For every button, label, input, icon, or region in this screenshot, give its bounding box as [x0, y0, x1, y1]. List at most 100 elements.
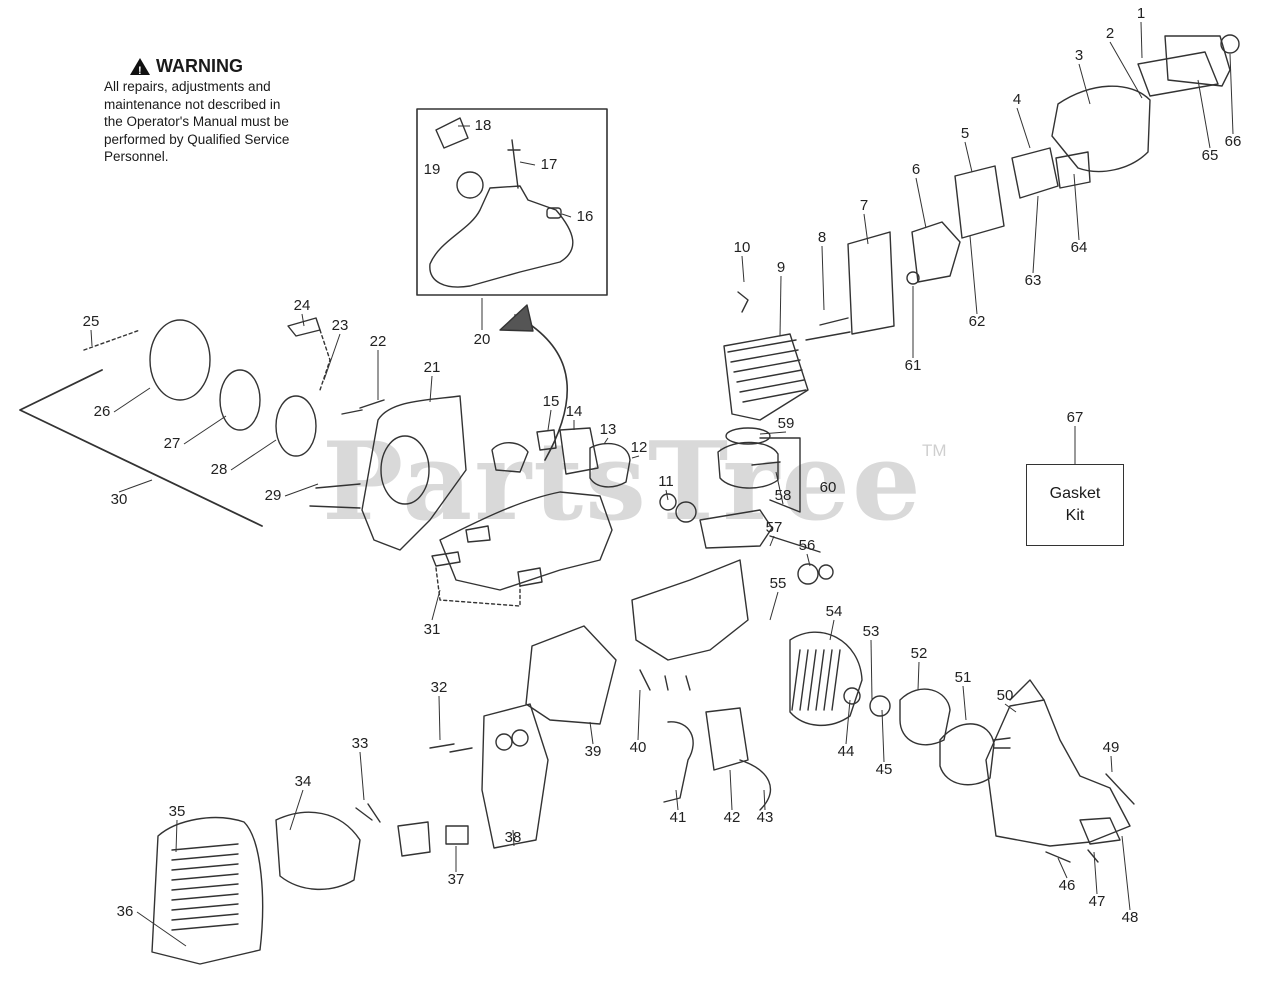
piston-pin — [751, 461, 781, 466]
housing-screws — [341, 399, 385, 415]
part-label[interactable]: 56 — [799, 537, 816, 554]
flywheel-fin — [807, 649, 817, 711]
part-label[interactable]: 16 — [577, 208, 594, 225]
part-label[interactable]: 63 — [1025, 272, 1042, 289]
part-label[interactable]: 29 — [265, 487, 282, 504]
part-label[interactable]: 59 — [778, 415, 795, 432]
part-label[interactable]: 14 — [566, 403, 583, 420]
tank-mount-leader — [435, 567, 521, 607]
part-label[interactable]: 43 — [757, 809, 774, 826]
spark-plug — [737, 291, 749, 313]
part-label[interactable]: 9 — [777, 259, 785, 276]
part-label[interactable]: 44 — [838, 743, 855, 760]
flywheel-fin — [799, 649, 809, 711]
part-label[interactable]: 48 — [1122, 909, 1139, 926]
part-label[interactable]: 27 — [164, 435, 181, 452]
part-label[interactable]: 65 — [1202, 147, 1219, 164]
part-label[interactable]: 55 — [770, 575, 787, 592]
leader-line — [964, 141, 973, 173]
part-label[interactable]: 39 — [585, 743, 602, 760]
part-label[interactable]: 26 — [94, 403, 111, 420]
part-label[interactable]: 61 — [905, 357, 922, 374]
part-label[interactable]: 35 — [169, 803, 186, 820]
part-label[interactable]: 5 — [961, 125, 969, 142]
part-label[interactable]: 49 — [1103, 739, 1120, 756]
warning-icon: ! — [130, 57, 150, 77]
leader-line — [323, 333, 341, 381]
part-label[interactable]: 17 — [541, 156, 558, 173]
part-label[interactable]: 25 — [83, 313, 100, 330]
part-label[interactable]: 4 — [1013, 91, 1021, 108]
part-label[interactable]: 64 — [1071, 239, 1088, 256]
part-label[interactable]: 41 — [670, 809, 687, 826]
leader-line — [821, 245, 825, 311]
leader-line — [136, 911, 187, 947]
part-label[interactable]: 62 — [969, 313, 986, 330]
leader-line — [741, 255, 745, 283]
part-label[interactable]: 28 — [211, 461, 228, 478]
part-label[interactable]: 7 — [860, 197, 868, 214]
part-label[interactable]: 12 — [631, 439, 648, 456]
part-label[interactable]: 19 — [424, 161, 441, 178]
muffler-bolts — [429, 743, 473, 753]
part-label[interactable]: 18 — [475, 117, 492, 134]
part-label[interactable]: 11 — [658, 473, 674, 490]
part-label[interactable]: 31 — [424, 621, 441, 638]
part-label[interactable]: 60 — [820, 479, 837, 496]
part-label[interactable]: 32 — [431, 679, 448, 696]
filter-holder — [559, 427, 599, 475]
housing-collar — [1009, 679, 1045, 701]
part-label[interactable]: 20 — [474, 331, 491, 348]
cover-knob — [1220, 34, 1240, 54]
muffler-body — [481, 703, 549, 849]
leader-line — [775, 471, 784, 505]
part-label[interactable]: 53 — [863, 623, 880, 640]
part-label[interactable]: 46 — [1059, 877, 1076, 894]
part-label[interactable]: 66 — [1225, 133, 1242, 150]
crank-bearing — [675, 501, 697, 523]
part-label[interactable]: 45 — [876, 761, 893, 778]
drum-shaft — [993, 737, 1011, 749]
part-label[interactable]: 54 — [826, 603, 843, 620]
crankshaft — [699, 509, 773, 549]
leader-line — [1093, 851, 1098, 895]
part-label[interactable]: 13 — [600, 421, 617, 438]
part-label[interactable]: 22 — [370, 333, 387, 350]
part-label[interactable]: 24 — [294, 297, 311, 314]
part-label[interactable]: 47 — [1089, 893, 1106, 910]
part-label[interactable]: 67 — [1067, 409, 1084, 426]
housing-screws-29 — [309, 483, 361, 509]
part-label[interactable]: 57 — [766, 519, 783, 536]
leader-line — [969, 235, 978, 315]
part-label[interactable]: 37 — [448, 871, 465, 888]
part-label[interactable]: 33 — [352, 735, 369, 752]
part-label[interactable]: 30 — [111, 491, 128, 508]
part-label[interactable]: 3 — [1075, 47, 1083, 64]
warning-line: the Operator's Manual must be — [104, 114, 289, 129]
part-label[interactable]: 10 — [734, 239, 751, 256]
part-label[interactable]: 23 — [332, 317, 349, 334]
part-label[interactable]: 21 — [424, 359, 441, 376]
ignition-module — [705, 707, 749, 771]
part-label[interactable]: 8 — [818, 229, 826, 246]
part-label[interactable]: 1 — [1137, 5, 1145, 22]
muffler-screws — [355, 803, 381, 823]
leader-line — [118, 479, 153, 493]
part-label[interactable]: 15 — [543, 393, 560, 410]
leader-line — [561, 213, 572, 218]
gasket-kit-box[interactable]: Gasket Kit — [1026, 464, 1124, 546]
part-label[interactable]: 42 — [724, 809, 741, 826]
part-label[interactable]: 36 — [117, 903, 134, 920]
part-label[interactable]: 34 — [295, 773, 312, 790]
part-label[interactable]: 51 — [955, 669, 972, 686]
part-label[interactable]: 58 — [775, 487, 792, 504]
warning-line: All repairs, adjustments and — [104, 79, 271, 94]
part-label[interactable]: 2 — [1106, 25, 1114, 42]
part-label[interactable]: 52 — [911, 645, 928, 662]
inset-fuel-pickup — [507, 139, 521, 189]
part-label[interactable]: 50 — [997, 687, 1014, 704]
leader-line — [113, 387, 151, 413]
part-label[interactable]: 6 — [912, 161, 920, 178]
part-label[interactable]: 40 — [630, 739, 647, 756]
